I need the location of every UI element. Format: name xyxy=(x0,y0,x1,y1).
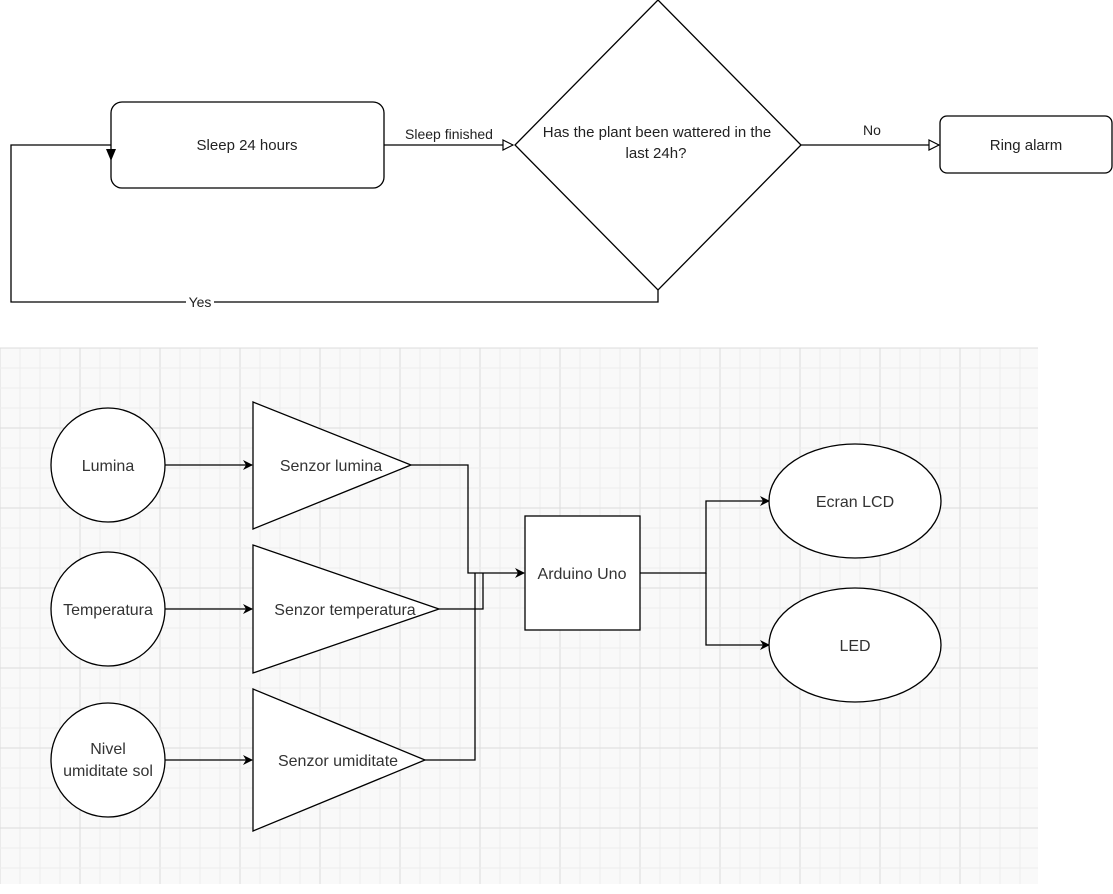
input-soil-label-line2: umiditate sol xyxy=(63,763,153,780)
edge-decision-to-alarm[interactable]: No xyxy=(801,122,939,145)
input-soil-label-line1: Nivel xyxy=(90,741,126,758)
edge-label-yes: Yes xyxy=(189,294,212,310)
output-led[interactable]: LED xyxy=(768,587,942,703)
edge-sensor-temperatura-to-arduino[interactable] xyxy=(439,573,484,610)
input-lumina-label: Lumina xyxy=(82,458,135,475)
input-lumina[interactable]: Lumina xyxy=(50,407,166,523)
edge-sleep-to-decision[interactable]: Sleep finished xyxy=(384,126,513,145)
decision-label-line2: last 24h? xyxy=(626,145,687,162)
block-diagram: Lumina Temperatura Nivel umiditate sol S… xyxy=(0,347,1038,884)
flowchart: Sleep 24 hours Sleep finished Has the pl… xyxy=(10,0,1113,310)
edge-label-sleep-finished: Sleep finished xyxy=(405,126,493,142)
output-ecran-lcd[interactable]: Ecran LCD xyxy=(768,443,942,559)
input-temperatura-label: Temperatura xyxy=(63,602,153,619)
edge-arduino-to-lcd[interactable] xyxy=(640,496,770,574)
input-nivel-umiditate-sol[interactable]: Nivel umiditate sol xyxy=(50,702,166,818)
edge-decision-yes-loop[interactable]: Yes xyxy=(10,144,659,310)
decision-node[interactable]: Has the plant been wattered in the last … xyxy=(514,0,802,291)
arduino-label: Arduino Uno xyxy=(538,566,627,583)
sensor-umiditate[interactable]: Senzor umiditate xyxy=(252,688,427,832)
arduino-uno-block[interactable]: Arduino Uno xyxy=(524,515,641,631)
input-temperatura[interactable]: Temperatura xyxy=(50,551,166,667)
edge-sensor-umiditate-to-arduino[interactable] xyxy=(425,573,476,761)
sleep-node[interactable]: Sleep 24 hours xyxy=(110,101,385,189)
alarm-label: Ring alarm xyxy=(990,137,1063,154)
sleep-label: Sleep 24 hours xyxy=(197,137,298,154)
edge-arduino-to-led[interactable] xyxy=(705,573,770,650)
sensor-temperatura[interactable]: Senzor temperatura xyxy=(252,544,441,674)
sensor-umiditate-label: Senzor umiditate xyxy=(278,753,398,770)
output-led-label: LED xyxy=(839,638,870,655)
sensor-lumina-label: Senzor lumina xyxy=(280,458,382,475)
sensor-temperatura-label: Senzor temperatura xyxy=(274,602,416,619)
sensor-lumina[interactable]: Senzor lumina xyxy=(252,401,413,530)
edge-label-no: No xyxy=(863,122,881,138)
edge-sensor-lumina-to-arduino[interactable] xyxy=(411,464,525,578)
alarm-node[interactable]: Ring alarm xyxy=(939,115,1113,174)
output-lcd-label: Ecran LCD xyxy=(816,494,894,511)
decision-label-line1: Has the plant been wattered in the xyxy=(543,124,772,141)
